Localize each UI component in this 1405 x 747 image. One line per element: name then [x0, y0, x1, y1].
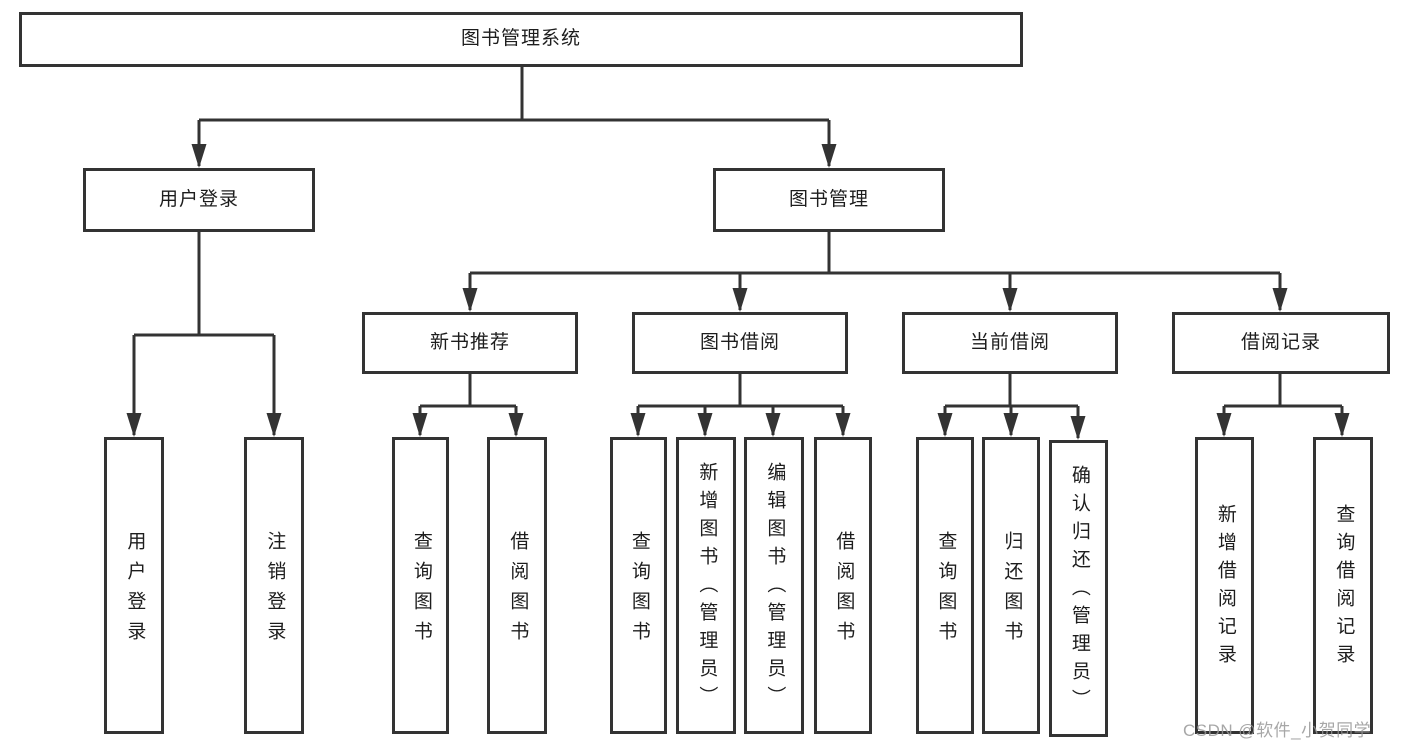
leaf-confirm-return-admin: 确认归还（管理员） [1049, 440, 1108, 737]
leaf-borrow-books-recommend: 借阅图书 [487, 437, 547, 734]
node-book-borrowing: 图书借阅 [632, 312, 848, 374]
leaf-user-login: 用户登录 [104, 437, 164, 734]
leaf-return-books: 归还图书 [982, 437, 1040, 734]
leaf-add-borrow-record: 新增借阅记录 [1195, 437, 1254, 734]
leaf-query-borrow-record: 查询借阅记录 [1313, 437, 1373, 734]
node-book-management: 图书管理 [713, 168, 945, 232]
node-user-login: 用户登录 [83, 168, 315, 232]
node-new-book-recommend: 新书推荐 [362, 312, 578, 374]
node-root: 图书管理系统 [19, 12, 1023, 67]
leaf-logout: 注销登录 [244, 437, 304, 734]
csdn-watermark: CSDN @软件_小贺同学 [1183, 721, 1372, 740]
leaf-query-books-recommend: 查询图书 [392, 437, 449, 734]
leaf-query-books-borrowing: 查询图书 [610, 437, 667, 734]
node-borrowing-records: 借阅记录 [1172, 312, 1390, 374]
node-current-borrowing: 当前借阅 [902, 312, 1118, 374]
leaf-add-book-admin: 新增图书（管理员） [676, 437, 736, 734]
leaf-edit-book-admin: 编辑图书（管理员） [744, 437, 804, 734]
leaf-query-books-current: 查询图书 [916, 437, 974, 734]
leaf-borrow-books-borrowing: 借阅图书 [814, 437, 872, 734]
